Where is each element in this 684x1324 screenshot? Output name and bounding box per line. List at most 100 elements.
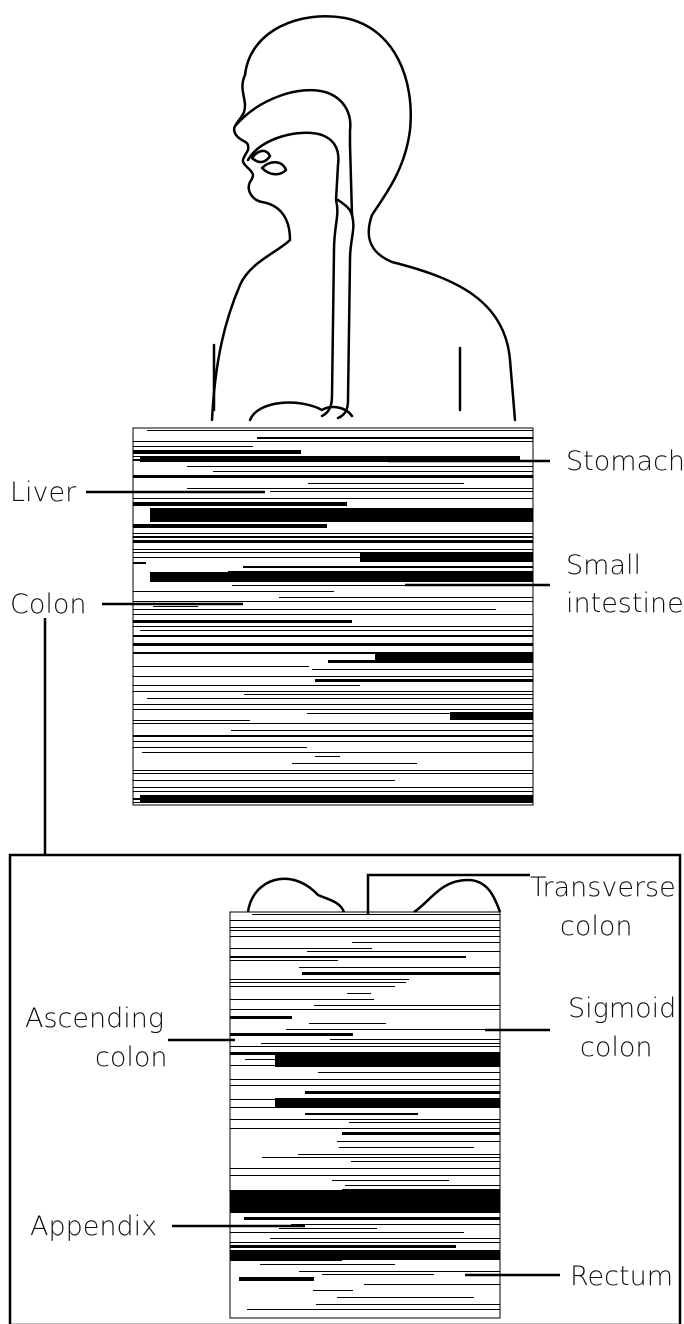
texture-streak: [312, 669, 533, 670]
texture-streak: [364, 1284, 500, 1285]
colon-humps: [248, 879, 500, 912]
texture-streak: [339, 1147, 474, 1148]
texture-streak: [187, 488, 533, 489]
texture-streak: [230, 1009, 500, 1010]
texture-streak: [133, 601, 533, 602]
transverse-colon-label-line2: colon: [560, 911, 633, 942]
texture-streak: [308, 483, 464, 484]
texture-streak: [230, 960, 338, 961]
texture-streak: [337, 1297, 474, 1298]
texture-streak: [133, 540, 533, 543]
texture-streak: [133, 691, 533, 692]
texture-streak: [230, 1079, 500, 1080]
texture-streak: [140, 630, 533, 631]
texture-streak: [315, 756, 340, 757]
texture-streak: [133, 536, 533, 538]
texture-streak: [133, 741, 533, 742]
texture-streak: [133, 676, 533, 677]
texture-streak: [133, 709, 533, 710]
texture-band: [450, 712, 533, 720]
texture-streak: [133, 498, 533, 499]
sigmoid-colon-label-line2: colon: [580, 1032, 653, 1063]
colon-label: Colon: [10, 589, 87, 620]
texture-streak: [230, 1242, 500, 1243]
texture-streak: [133, 780, 395, 781]
texture-streak: [316, 1304, 500, 1305]
texture-streak: [351, 1161, 500, 1162]
texture-streak: [230, 956, 466, 958]
texture-streak: [187, 466, 533, 467]
texture-streak: [298, 1154, 500, 1155]
texture-streak: [230, 1128, 500, 1129]
texture-streak: [260, 1264, 395, 1265]
texture-streak: [302, 972, 500, 975]
texture-streak: [299, 1271, 500, 1272]
texture-streak: [230, 927, 500, 928]
texture-streak: [133, 620, 352, 623]
texture-band: [275, 1098, 500, 1108]
texture-streak: [322, 1274, 434, 1275]
ascending-colon-label-line1: Ascending: [25, 1003, 164, 1034]
abdomen-organs: [133, 428, 533, 805]
body-outline: [212, 16, 515, 420]
small-intestine-label-line1: Small: [566, 550, 641, 581]
texture-band: [375, 652, 533, 660]
texture-streak: [133, 704, 533, 705]
texture-streak: [279, 597, 533, 598]
texture-streak: [279, 1228, 377, 1229]
texture-streak: [133, 666, 309, 667]
texture-streak: [270, 1238, 500, 1239]
texture-streak: [133, 524, 327, 528]
texture-streak: [228, 571, 533, 572]
texture-streak: [345, 1185, 500, 1186]
texture-streak: [337, 1141, 500, 1142]
appendix-label: Appendix: [30, 1211, 157, 1242]
texture-streak: [270, 491, 533, 492]
texture-band: [150, 508, 533, 522]
texture-band: [230, 1190, 500, 1212]
texture-streak: [133, 502, 347, 506]
texture-streak: [307, 951, 500, 952]
texture-streak: [230, 920, 500, 921]
texture-streak: [133, 450, 301, 454]
texture-streak: [292, 763, 417, 764]
texture-streak: [147, 430, 533, 431]
texture-streak: [133, 643, 533, 646]
texture-streak: [257, 437, 533, 439]
texture-streak: [133, 747, 307, 748]
texture-streak: [230, 1033, 353, 1036]
texture-streak: [230, 999, 374, 1000]
texture-streak: [230, 1232, 464, 1233]
texture-streak: [133, 446, 253, 447]
texture-streak: [133, 609, 496, 610]
texture-streak: [213, 471, 533, 472]
texture-band: [275, 1055, 500, 1067]
texture-frame: [133, 428, 533, 805]
texture-streak: [313, 1290, 353, 1291]
texture-streak: [133, 626, 533, 627]
texture-streak: [133, 635, 533, 637]
texture-streak: [133, 562, 146, 564]
texture-streak: [230, 1119, 500, 1120]
texture-streak: [232, 585, 408, 586]
texture-streak: [230, 930, 500, 931]
sigmoid-colon-label-line1: Sigmoid: [568, 993, 676, 1024]
texture-streak: [133, 787, 533, 788]
colon-detail: [230, 912, 500, 1318]
texture-streak: [342, 1189, 500, 1190]
texture-streak: [314, 1005, 500, 1006]
texture-streak: [147, 698, 533, 699]
texture-streak: [133, 614, 533, 615]
texture-band: [150, 572, 533, 582]
texture-streak: [230, 1260, 342, 1261]
texture-streak: [349, 1122, 500, 1123]
texture-streak: [133, 441, 533, 442]
texture-streak: [133, 557, 399, 558]
texture-streak: [133, 685, 360, 686]
texture-streak: [230, 982, 406, 983]
small-intestine-label-line2: intestine: [566, 588, 684, 619]
texture-streak: [244, 694, 533, 695]
texture-streak: [133, 791, 533, 792]
texture-streak: [243, 566, 533, 568]
texture-streak: [244, 1217, 500, 1220]
